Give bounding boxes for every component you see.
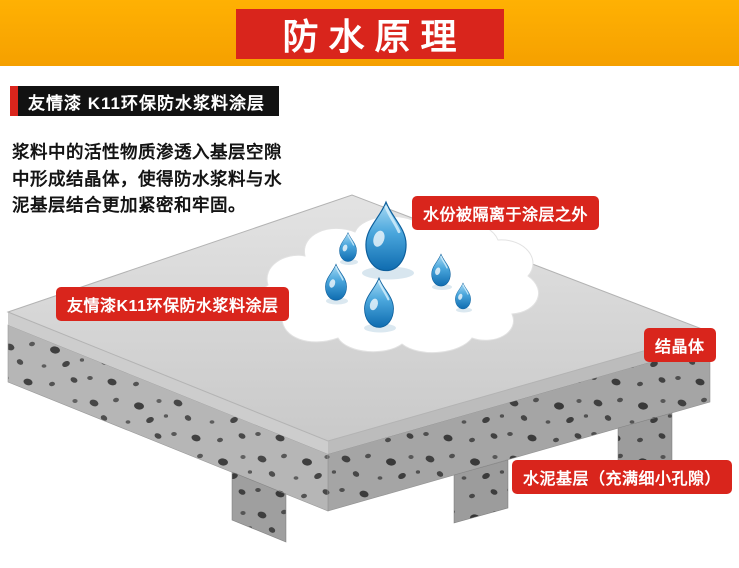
page-title-box: 防水原理 <box>235 9 504 59</box>
label-cement-base: 水泥基层（充满细小孔隙） <box>512 460 733 494</box>
banner: 防水原理 <box>0 0 739 66</box>
water-drop-shadow <box>362 266 414 280</box>
description: 浆料中的活性物质渗透入基层空隙 中形成结晶体，使得防水浆料与水 泥基层结合更加紧… <box>12 139 322 219</box>
coating-edge-left <box>8 312 328 454</box>
product-tag: 友情漆 K11环保防水浆料涂层 <box>10 86 279 116</box>
description-line-2: 中形成结晶体，使得防水浆料与水 <box>12 168 282 189</box>
water-drop-shadow <box>456 307 472 313</box>
description-line-3: 泥基层结合更加紧密和牢固。 <box>12 195 246 216</box>
label-water-isolated: 水份被隔离于涂层之外 <box>412 196 600 230</box>
page-title: 防水原理 <box>282 16 467 57</box>
support-leg-left <box>231 471 287 543</box>
water-puddle <box>259 215 540 354</box>
support-leg-middle <box>453 459 509 524</box>
concrete-layer-right-shade <box>328 345 710 511</box>
concrete-layer-right-face <box>327 344 711 512</box>
water-drop-shadow <box>432 284 452 290</box>
product-tag-label: 友情漆 K11环保防水浆料涂层 <box>28 93 265 113</box>
coating-edge-right <box>328 332 710 454</box>
label-crystal: 结晶体 <box>644 328 716 362</box>
label-coating-layer: 友情漆K11环保防水浆料涂层 <box>56 287 290 321</box>
slab-illustration <box>6 194 712 543</box>
description-line-1: 浆料中的活性物质渗透入基层空隙 <box>12 142 282 162</box>
